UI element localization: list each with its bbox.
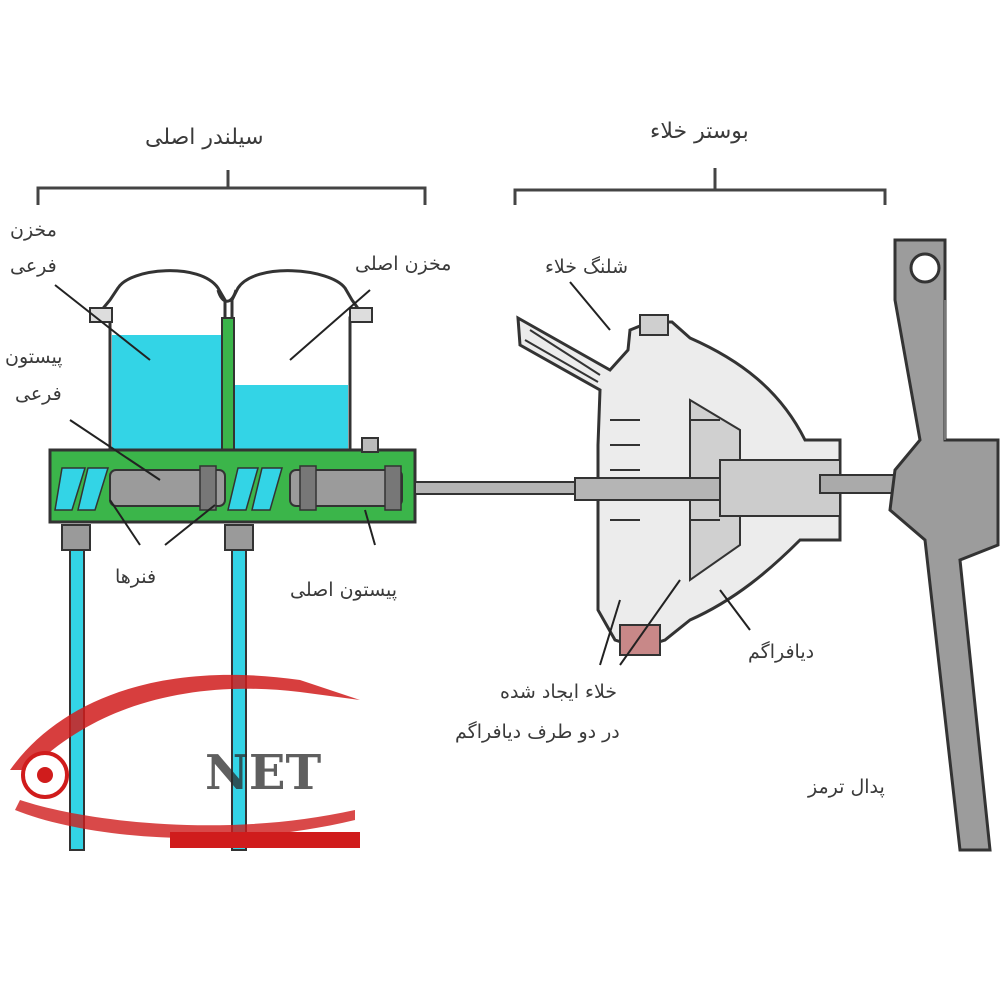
reservoirs xyxy=(89,269,373,459)
master-cylinder-body xyxy=(48,437,417,524)
secondary-reservoir-label-line2: فرعی xyxy=(10,255,57,277)
secondary-piston-label-line2: فرعی xyxy=(15,383,62,405)
secondary-piston xyxy=(109,469,226,507)
brake-pedal xyxy=(888,238,1000,852)
brake-lines xyxy=(61,524,254,851)
secondary-reservoir-fluid xyxy=(112,335,223,455)
vacuum-note-line1: خلاء ایجاد شده xyxy=(500,681,618,703)
springs-label: فنرها xyxy=(115,566,157,588)
diaphragm-label: دیافراگم xyxy=(748,641,815,663)
secondary-reservoir-label-line1: مخزن xyxy=(10,219,57,241)
push-rod xyxy=(414,481,576,495)
vacuum-booster-label: بوستر خلاء xyxy=(650,119,749,144)
vacuum-note-line2: در دو طرف دیافراگم xyxy=(455,721,620,743)
main-reservoir-fluid xyxy=(234,385,348,455)
main-piston-label: پیستون اصلی xyxy=(290,579,398,601)
watermark-brand-text: NET xyxy=(205,745,322,801)
watermark-logo xyxy=(10,674,360,848)
vacuum-booster-bracket xyxy=(513,168,887,205)
secondary-piston-label-line1: پیستون xyxy=(5,346,63,368)
vacuum-hose-label: شلنگ خلاء xyxy=(545,256,629,278)
brake-pedal-label: پدال ترمز xyxy=(808,776,885,798)
main-reservoir-label: مخزن اصلی xyxy=(355,253,452,275)
vacuum-booster xyxy=(516,314,896,656)
master-cylinder-label: سیلندر اصلی xyxy=(145,125,264,150)
leader-lines xyxy=(54,281,751,666)
master-cylinder-bracket xyxy=(36,170,427,205)
main-piston xyxy=(289,469,403,507)
